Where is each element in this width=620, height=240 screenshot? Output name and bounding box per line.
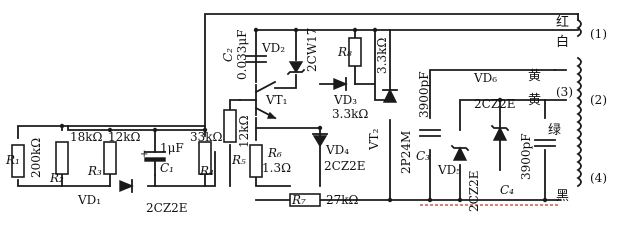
vd5-zener-diode [450,144,470,161]
r1-value: 200kΩ [29,138,43,178]
junction-dot [317,125,323,131]
vd6-label: VD₆ [473,71,497,85]
vd2-zener-diode [286,61,306,76]
terminal-wire-white: 白 [556,34,569,50]
junction-dot [59,123,65,129]
junction-dot [427,197,433,203]
r4-resistor [198,141,212,175]
c3-capacitor [419,129,441,137]
r6-label: R₆ [267,146,282,160]
mid-bus [67,125,206,131]
vt1-label: VT₁ [265,93,287,107]
junction-dot [352,27,358,33]
svg-text:+: + [140,149,148,160]
vd3-value: 3.3kΩ [332,107,368,121]
r3-value: 12kΩ [108,130,141,144]
c3-label: C₃ [416,149,430,163]
vd5-value: 2CZ2E [467,170,481,212]
r5-resistor [223,109,237,143]
output-wires [429,69,556,201]
c4-value: 3900pF [519,133,533,180]
c2-value: 0.033μF [235,30,249,80]
vd6-value: 2CZ2E [474,97,516,111]
r2-value: 18kΩ [70,130,103,144]
r8-value: 3.3kΩ [375,38,389,74]
vd4-label: VD₄ [325,143,349,157]
terminal-wire-yellow-2: 黄 [528,93,541,108]
c4-capacitor [534,139,556,147]
r7-resistor [289,193,321,207]
vd3-label: VD₃ [333,93,357,107]
c2-capacitor [245,55,267,63]
terminal-num-4: (4) [590,171,607,185]
r7-label: R₇ [291,193,306,207]
c1-value: 1μF [160,141,184,155]
bottom-bus-2 [61,174,206,187]
vt2-value: 2P24M [399,131,413,174]
terminal-wire-yellow-1: 黄 [528,69,541,84]
r6-value: 1.3Ω [262,161,291,175]
terminal-wire-green: 绿 [548,123,561,138]
r5-value: 12kΩ [237,115,251,148]
junction-dot [107,127,113,133]
terminal-wire-black: 黑 [556,189,569,204]
vd2-value: 2CW17 [305,28,319,72]
terminal-num-1: (1) [590,27,607,41]
circuit-schematic: + [5,13,607,215]
r6-wire [255,177,291,187]
r3-resistor [103,141,117,175]
junction-dot [152,127,158,133]
vt2-label: VT₂ [367,128,381,151]
r2-resistor [55,141,69,175]
c2-label: C₂ [221,48,235,62]
c1-capacitor: + [140,129,166,176]
r1-resistor [11,144,25,178]
vd2-label: VD₂ [261,41,285,55]
top-rail-wire [204,13,579,137]
r4-label: R₄ [199,164,214,178]
junction-dot [293,27,299,33]
junction-dot [253,27,259,33]
vd5-label: VD₅ [437,163,461,177]
vd1-label: VD₁ [77,193,101,207]
bottom-bus [17,151,216,187]
vd6-zener-diode [490,124,510,141]
r6-resistor [249,144,263,178]
terminal-num-2: (2) [590,93,607,107]
vd1-value: 2CZ2E [146,201,188,215]
r1-label: R₁ [5,153,20,167]
vd4-diode [312,133,328,148]
emitter-line [255,127,321,187]
junction-dot [497,97,503,103]
junction-dot [387,197,393,203]
vd3-diode [333,77,348,91]
r7-value: 27kΩ [326,193,359,207]
r5-label: R₅ [231,153,246,167]
r8-label: R₈ [337,45,352,59]
r4-value: 33kΩ [190,130,223,144]
vt1-transistor [239,80,277,120]
junction-dot [202,127,208,133]
circuit-diagram: + [5,13,607,215]
ignition-coil [544,13,582,188]
terminal-num-3: (3) [556,85,573,99]
r5-wire [229,99,241,187]
terminal-wire-red: 红 [556,14,569,30]
r2-label: R₂ [49,171,64,185]
vt2-thyristor [382,88,398,103]
vd1-diode [119,179,134,193]
r3-label: R₃ [87,164,102,178]
r8-resistor [348,37,362,67]
c4-label: C₄ [500,183,514,197]
vd4-value: 2CZ2E [324,159,366,173]
c3-value: 3900pF [417,71,431,118]
c1-label: C₁ [160,161,174,175]
junction-dot [457,197,463,203]
junction-dot [542,197,548,203]
junction-dot [372,27,378,33]
